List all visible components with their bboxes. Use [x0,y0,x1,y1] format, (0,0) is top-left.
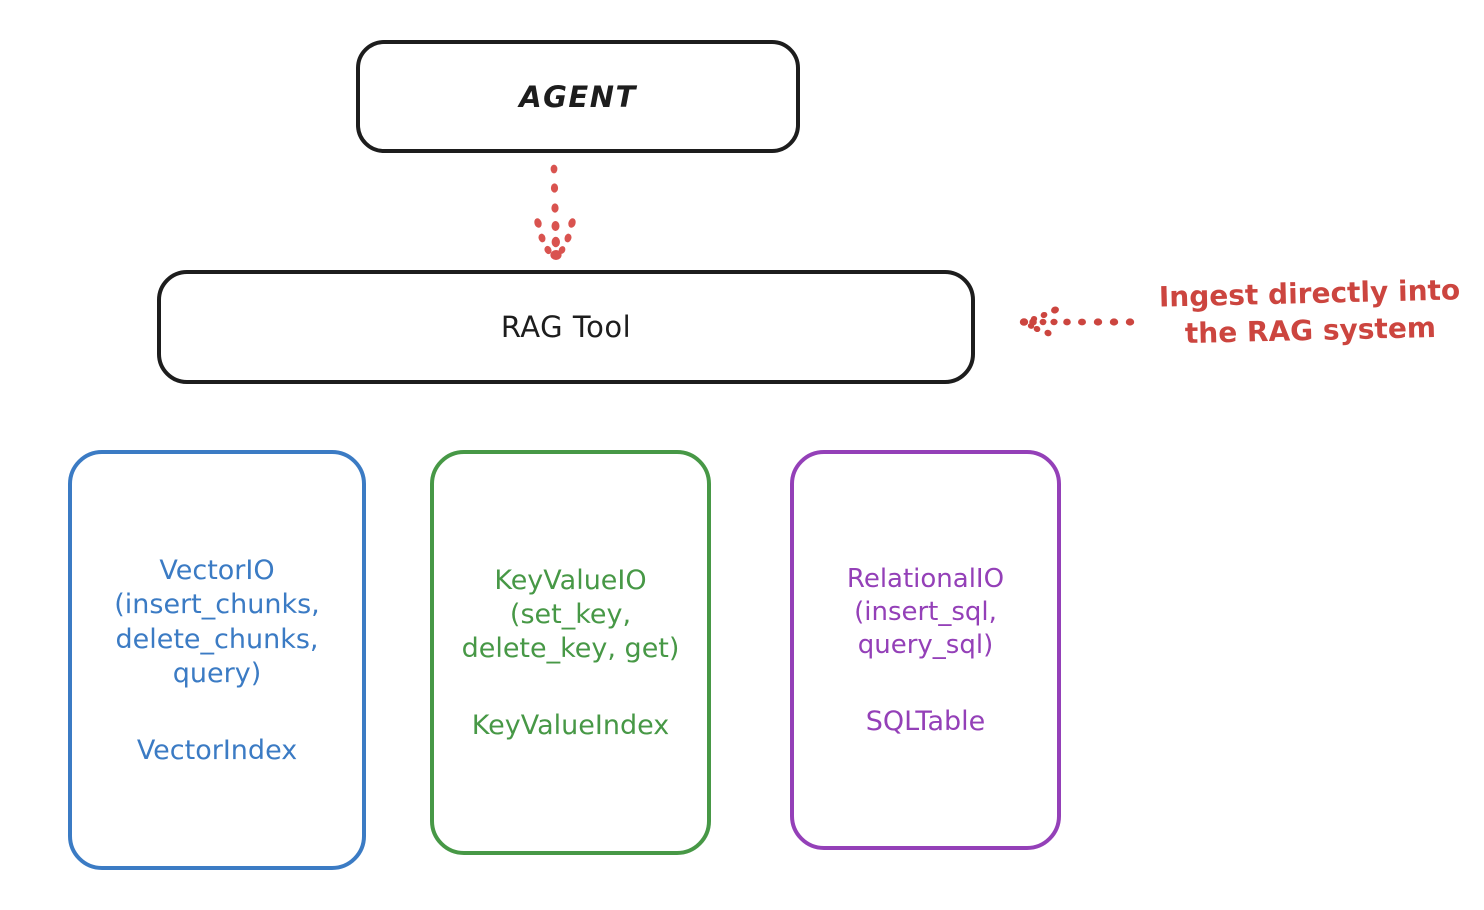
agent-node[interactable]: AGENT [356,40,800,153]
agent-label: AGENT [519,79,637,114]
key-value-io-api-label: KeyValueIO (set_key, delete_key, get) [461,564,680,665]
relational-io-api-label: RelationalIO (insert_sql, query_sql) [846,563,1005,660]
ingest-annotation-label: Ingest directly into the RAG system [1158,273,1461,351]
relational-io-node[interactable]: RelationalIO (insert_sql, query_sql) SQL… [790,450,1061,850]
vector-index-label: VectorIndex [136,735,298,767]
agent-to-rag-tool-arrow-icon [534,164,576,260]
rag-tool-label: RAG Tool [500,310,632,344]
sql-table-label: SQLTable [865,706,986,738]
ingest-annotation-arrow-icon [1019,306,1135,337]
rag-tool-node[interactable]: RAG Tool [157,270,975,384]
key-value-io-node[interactable]: KeyValueIO (set_key, delete_key, get) Ke… [430,450,711,855]
vector-io-node[interactable]: VectorIO (insert_chunks, delete_chunks, … [68,450,366,870]
key-value-index-label: KeyValueIndex [471,710,670,742]
vector-io-api-label: VectorIO (insert_chunks, delete_chunks, … [114,554,320,689]
